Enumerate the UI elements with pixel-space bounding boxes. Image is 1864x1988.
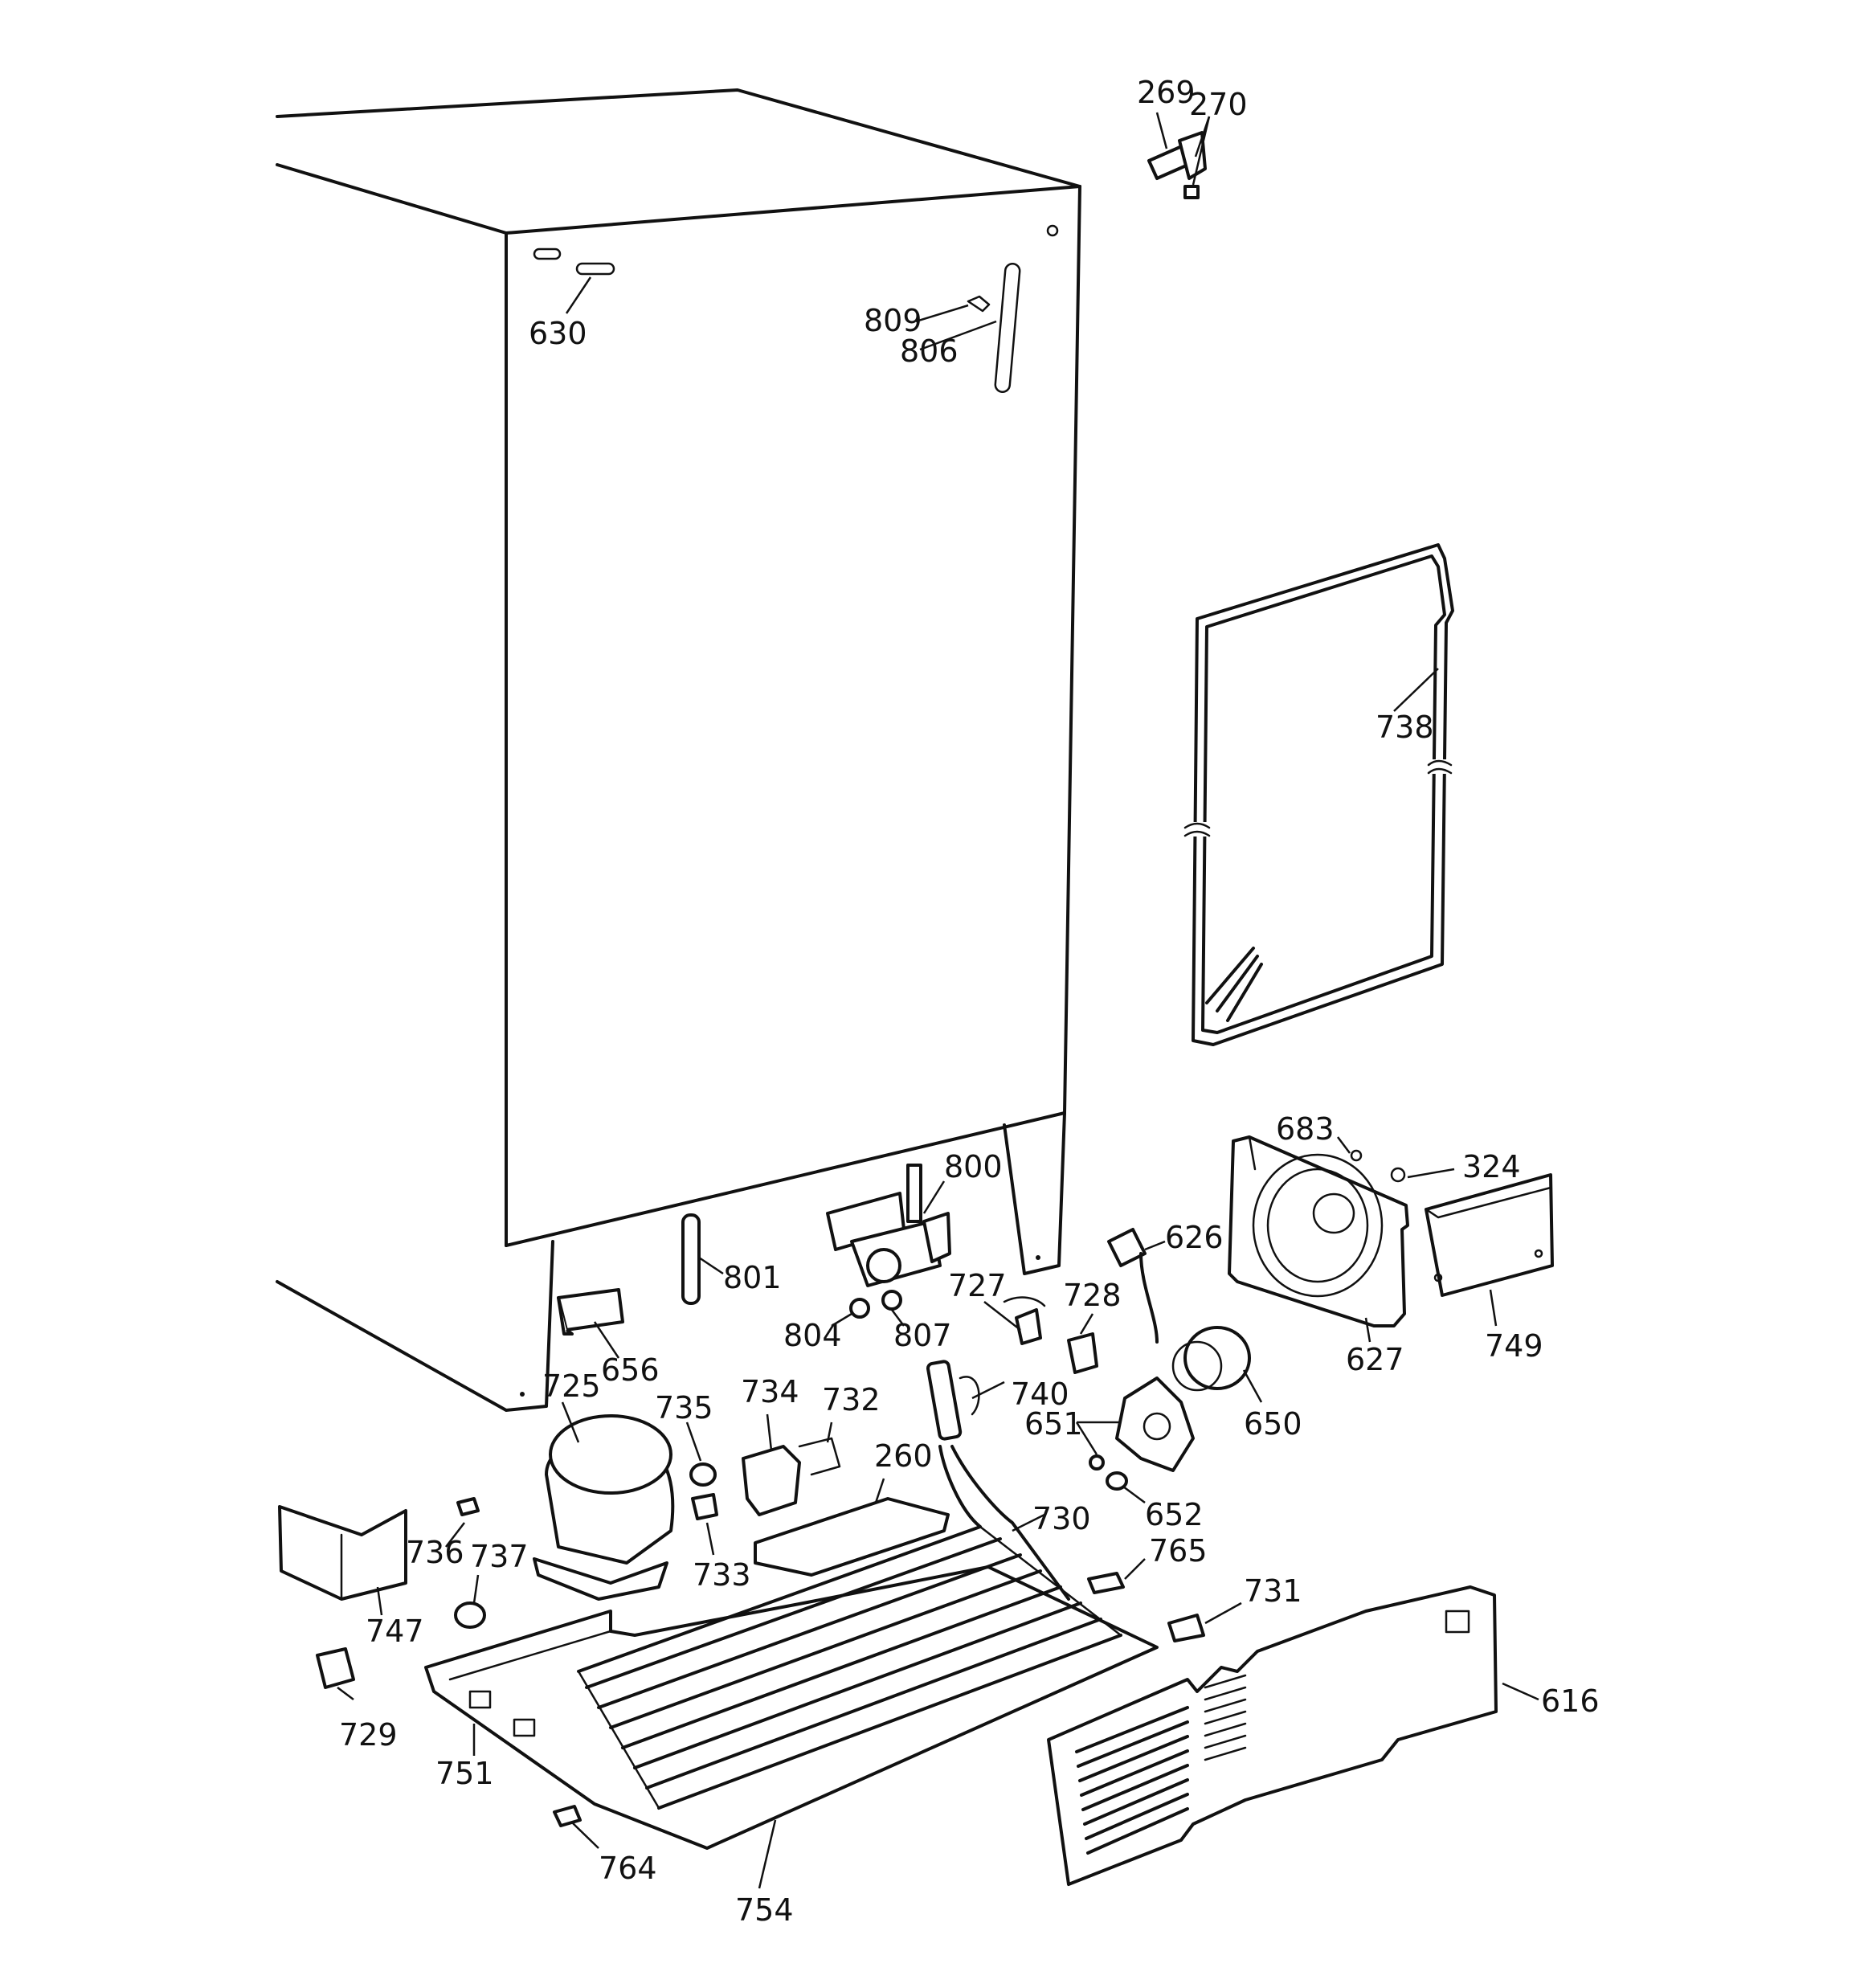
label-765: 765 (1149, 1533, 1208, 1569)
label-735: 735 (655, 1390, 713, 1426)
part-725-compressor (533, 1401, 675, 1601)
label-736: 736 (406, 1535, 464, 1570)
part-627-fan-shroud (1228, 1135, 1409, 1343)
part-736-737 (445, 1497, 486, 1629)
label-725: 725 (542, 1368, 601, 1404)
label-806: 806 (900, 333, 959, 369)
label-729: 729 (339, 1717, 398, 1753)
label-324: 324 (1462, 1149, 1521, 1184)
part-650-fan-motor (1171, 1326, 1263, 1403)
part-652-washer (1106, 1471, 1146, 1504)
label-740: 740 (1011, 1376, 1069, 1412)
part-260-drain-pan (754, 1478, 950, 1577)
label-764: 764 (599, 1851, 657, 1886)
refrigerator-cabinet (276, 88, 1081, 1412)
label-730: 730 (1032, 1501, 1091, 1536)
label-732: 732 (822, 1382, 881, 1417)
callout-labels: 269 270 630 809 806 738 800 801 683 324 … (339, 75, 1600, 1928)
label-751: 751 (435, 1756, 494, 1791)
part-764-clip (553, 1805, 599, 1849)
part-801-tube (681, 1213, 724, 1305)
label-651: 651 (1024, 1406, 1083, 1442)
part-804-807-fittings (831, 1290, 905, 1327)
label-727: 727 (948, 1268, 1007, 1303)
label-652: 652 (1145, 1497, 1204, 1532)
part-630-plugs (533, 247, 615, 314)
label-734: 734 (741, 1374, 799, 1409)
part-765-clip (1087, 1558, 1146, 1594)
label-749: 749 (1485, 1328, 1543, 1364)
label-728: 728 (1063, 1278, 1122, 1313)
part-324-749 (1390, 1167, 1554, 1327)
part-626-power-cord (1107, 1228, 1166, 1344)
part-738-heater-loop (1181, 543, 1454, 1046)
part-734-relay (742, 1413, 801, 1516)
label-656: 656 (601, 1352, 660, 1388)
label-650: 650 (1244, 1406, 1302, 1442)
label-626: 626 (1165, 1220, 1224, 1255)
part-730-tubing (938, 1445, 1070, 1601)
label-269: 269 (1137, 75, 1196, 110)
part-616-grille (1047, 1585, 1539, 1886)
label-731: 731 (1244, 1573, 1302, 1609)
label-260: 260 (874, 1438, 933, 1474)
part-751-base-pan (424, 1565, 1159, 1850)
part-735-733 (685, 1421, 718, 1556)
part-740-component (926, 1360, 1005, 1441)
label-270: 270 (1189, 87, 1248, 122)
part-729-relay (316, 1647, 355, 1700)
label-616: 616 (1541, 1683, 1600, 1719)
part-732-clip (798, 1421, 841, 1476)
label-683: 683 (1276, 1111, 1335, 1147)
label-807: 807 (893, 1318, 952, 1353)
part-651-fan-blade (1075, 1376, 1195, 1472)
label-630: 630 (529, 316, 587, 351)
part-731-clip (1167, 1601, 1242, 1642)
label-800: 800 (944, 1149, 1003, 1184)
part-800-water-valve (826, 1164, 951, 1287)
label-754: 754 (735, 1892, 794, 1928)
label-627: 627 (1346, 1342, 1404, 1377)
part-806-809 (915, 263, 1021, 393)
label-809: 809 (864, 303, 922, 338)
label-737: 737 (470, 1539, 529, 1574)
part-754-condenser (577, 1525, 1122, 1889)
part-269-270 (1147, 112, 1211, 199)
label-804: 804 (783, 1318, 842, 1353)
label-801: 801 (723, 1260, 782, 1295)
part-727-728 (983, 1296, 1098, 1374)
label-747: 747 (366, 1614, 424, 1649)
label-733: 733 (693, 1557, 751, 1593)
part-656-bracket (557, 1288, 624, 1359)
label-738: 738 (1376, 710, 1434, 745)
part-747-cover (278, 1505, 407, 1616)
